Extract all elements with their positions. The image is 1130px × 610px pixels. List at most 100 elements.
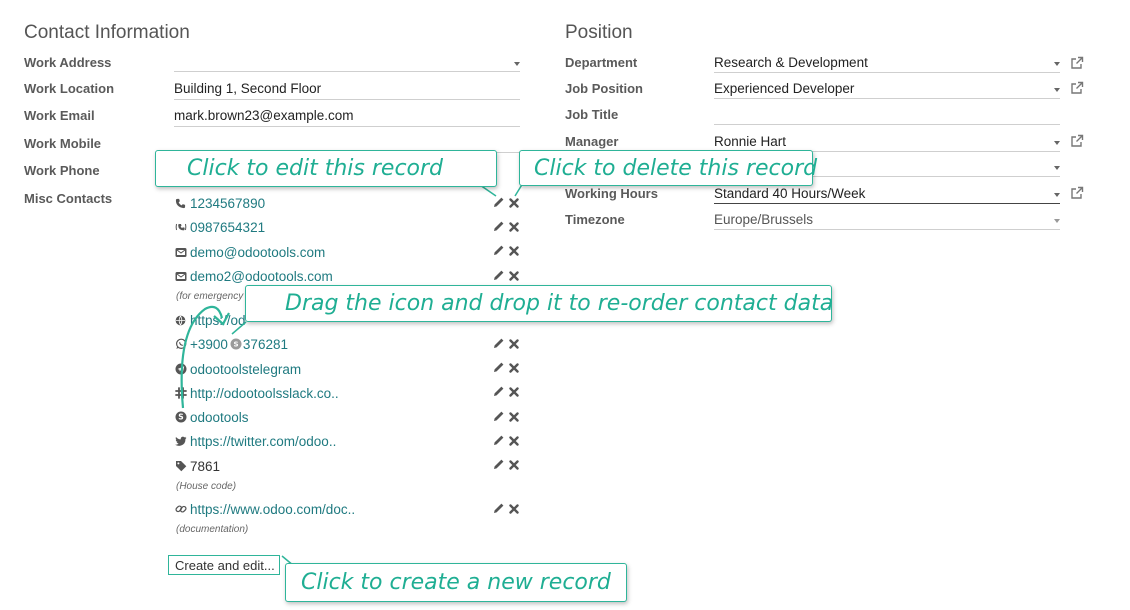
edit-pencil-icon[interactable] [493,195,505,213]
delete-x-icon[interactable] [509,243,519,261]
phone-icon[interactable] [174,197,187,210]
misc-contact-value[interactable]: https://www.odoo.com/doc.. [190,501,356,517]
delete-x-icon[interactable] [509,501,519,519]
timezone-field[interactable]: Europe/Brussels [714,211,1060,230]
envelope-icon[interactable] [174,246,187,259]
job-position-value: Experienced Developer [714,81,855,96]
misc-contact-note: (documentation) [176,524,249,535]
edit-pencil-icon[interactable] [493,219,505,237]
misc-contact-note: (for emergency [176,291,244,302]
manager-field[interactable]: Ronnie Hart [714,133,1060,152]
svg-text:S: S [233,341,238,349]
misc-contact-value[interactable]: 7861 [190,458,221,474]
delete-x-icon[interactable] [509,195,519,213]
envelope-icon[interactable] [174,270,187,283]
misc-contact-value[interactable]: https://twitter.com/odoo.. [190,433,337,449]
misc-contact-row[interactable]: +3900 S 376281 [174,335,288,353]
delete-x-icon[interactable] [509,268,519,286]
department-dropdown-icon[interactable] [1054,62,1060,66]
misc-contact-value[interactable]: odootools [190,409,249,425]
coach-dropdown-icon[interactable] [1054,166,1060,170]
misc-contact-row[interactable]: S odootools [174,408,249,426]
misc-contact-note: (House code) [176,481,237,492]
edit-record-callout: Click to edit this record [155,150,497,187]
twitter-icon[interactable] [174,435,187,448]
mobile-call-icon[interactable] [174,221,187,234]
edit-pencil-icon[interactable] [493,336,505,354]
work-address-field[interactable] [174,54,520,72]
row-actions [493,270,523,284]
job-title-field[interactable] [714,106,1060,125]
delete-record-callout: Click to delete this record [519,150,817,186]
misc-contact-value[interactable]: http://odootoolsslack.co.. [190,385,339,401]
misc-contact-value[interactable]: +3900 [190,336,228,352]
timezone-dropdown-icon[interactable] [1054,219,1060,223]
work-email-label: Work Email [24,108,95,123]
misc-contact-value[interactable]: demo@odootools.com [190,244,326,260]
working-hours-external-link-icon[interactable] [1070,186,1084,200]
manager-external-link-icon[interactable] [1070,134,1084,148]
row-actions [493,459,523,473]
link-icon[interactable] [174,503,187,516]
misc-contact-row[interactable]: 0987654321 [174,218,265,236]
misc-contact-row[interactable]: demo2@odootools.com [174,267,333,285]
misc-contact-row[interactable]: 7861 [174,457,220,475]
delete-x-icon[interactable] [509,457,519,475]
edit-pencil-icon[interactable] [493,243,505,261]
delete-x-icon[interactable] [509,409,519,427]
misc-contact-row[interactable]: https://www.odoo.com/doc.. [174,500,355,518]
misc-contact-row[interactable]: https://twitter.com/odoo.. [174,432,336,450]
coach-field[interactable] [714,158,1060,177]
drag-handle-skype-icon[interactable]: S [230,338,242,351]
department-field[interactable]: Research & Development [714,54,1060,73]
misc-contact-value[interactable]: odootoolstelegram [190,361,302,377]
misc-contact-row[interactable]: demo@odootools.com [174,243,325,261]
contact-information-title: Contact Information [24,22,190,43]
skype-icon[interactable]: S [174,411,187,424]
manager-dropdown-icon[interactable] [1054,141,1060,145]
edit-pencil-icon[interactable] [493,268,505,286]
working-hours-dropdown-icon[interactable] [1054,193,1060,197]
delete-x-icon[interactable] [509,219,519,237]
row-actions [493,435,523,449]
delete-x-icon[interactable] [509,433,519,451]
row-actions [493,411,523,425]
timezone-value: Europe/Brussels [714,212,814,227]
misc-contact-row[interactable]: 1234567890 [174,194,265,212]
delete-x-icon[interactable] [509,384,519,402]
work-email-field[interactable]: mark.brown23@example.com [174,107,520,127]
globe-icon[interactable] [174,314,187,327]
job-position-dropdown-icon[interactable] [1054,88,1060,92]
work-address-dropdown-icon[interactable] [514,62,520,66]
working-hours-field[interactable]: Standard 40 Hours/Week [714,185,1060,204]
edit-pencil-icon[interactable] [493,501,505,519]
manager-label: Manager [565,134,619,149]
work-location-field[interactable]: Building 1, Second Floor [174,80,520,100]
row-actions [493,221,523,235]
job-position-external-link-icon[interactable] [1070,81,1084,95]
work-mobile-label: Work Mobile [24,136,102,151]
work-email-value: mark.brown23@example.com [174,108,354,123]
delete-x-icon[interactable] [509,360,519,378]
work-phone-label: Work Phone [24,163,100,178]
edit-pencil-icon[interactable] [493,433,505,451]
misc-contact-value-tail[interactable]: 376281 [242,336,288,352]
row-actions [493,338,523,352]
edit-pencil-icon[interactable] [493,384,505,402]
create-and-edit-button[interactable]: Create and edit... [168,555,280,575]
tag-icon[interactable] [174,460,187,473]
job-position-field[interactable]: Experienced Developer [714,80,1060,99]
position-title: Position [565,22,633,43]
row-actions [493,503,523,517]
delete-x-icon[interactable] [509,336,519,354]
misc-contact-value[interactable]: 1234567890 [190,195,266,211]
edit-pencil-icon[interactable] [493,457,505,475]
edit-pencil-icon[interactable] [493,360,505,378]
department-external-link-icon[interactable] [1070,56,1084,70]
svg-text:S: S [178,413,183,422]
misc-contact-value[interactable]: demo2@odootools.com [190,268,333,284]
misc-contact-value[interactable]: 0987654321 [190,219,266,235]
edit-pencil-icon[interactable] [493,409,505,427]
working-hours-value: Standard 40 Hours/Week [714,186,866,201]
timezone-label: Timezone [565,212,625,227]
